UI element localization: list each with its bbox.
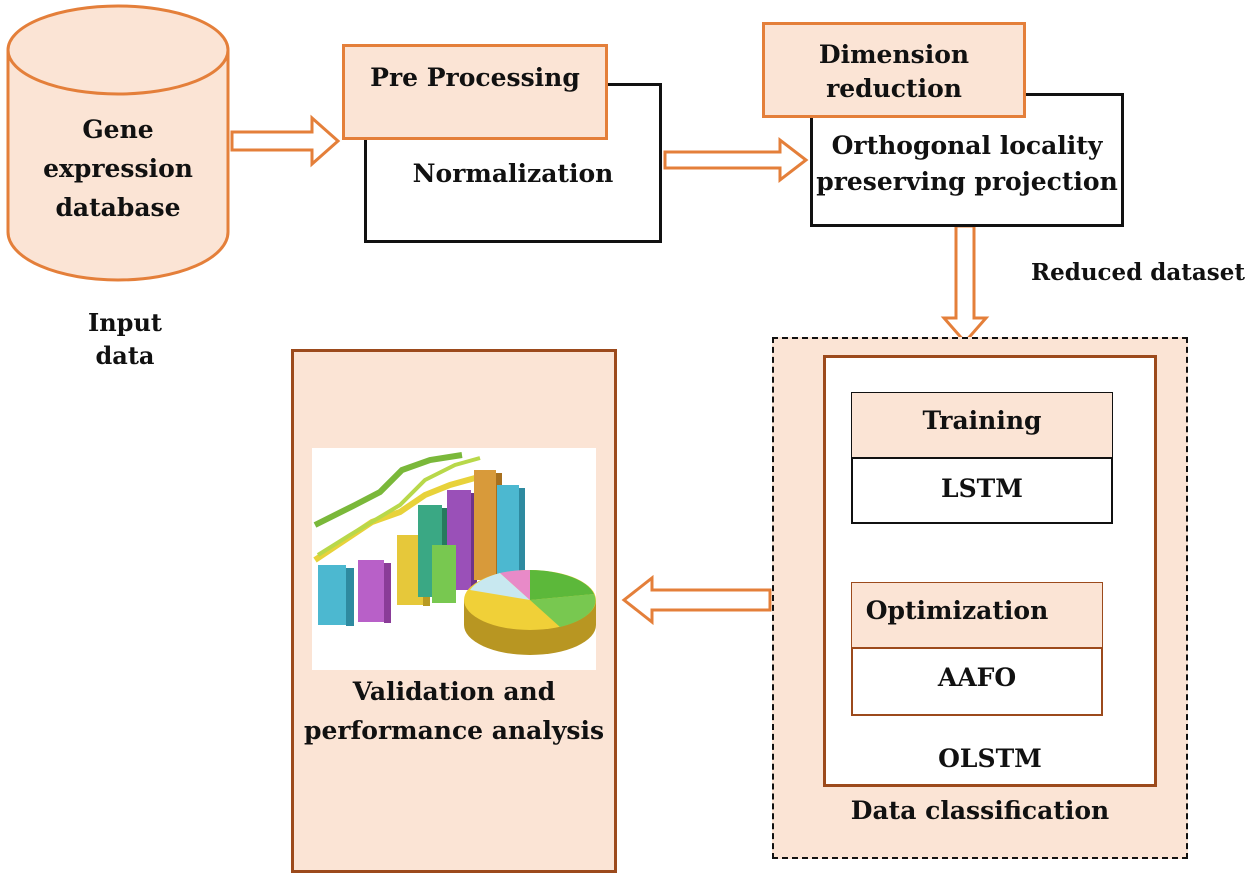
dimension-body: Orthogonal locality preserving projectio… (810, 128, 1124, 200)
optimization-header-box (852, 583, 1102, 649)
validation-caption-line2: performance analysis (303, 716, 605, 745)
validation-caption-line1: Validation and (352, 677, 556, 706)
optimization-header: Optimization (865, 596, 1049, 625)
dimension-header-line1: Dimension (818, 40, 970, 69)
database-label-line1: Gene (82, 115, 154, 144)
olstm-label: OLSTM (938, 744, 1042, 773)
preprocessing-header: Pre Processing (370, 63, 580, 92)
dimension-body-line2: preserving projection (816, 167, 1118, 196)
database-label-line2: expression (43, 154, 193, 183)
reduced-dataset-label: Reduced dataset (1031, 259, 1245, 286)
training-header: Training (922, 406, 1042, 435)
training-header-box (852, 393, 1112, 459)
arrow-classification-to-validation (621, 574, 772, 626)
database-label: Gene expression database (28, 110, 208, 227)
validation-caption: Validation and performance analysis (291, 672, 617, 750)
dimension-body-line1: Orthogonal locality (831, 131, 1103, 160)
arrow-dimension-to-classification (940, 224, 990, 345)
arrow-input-to-preprocessing (230, 114, 341, 168)
classification-caption: Data classification (850, 796, 1110, 825)
input-caption-line2: data (95, 341, 155, 370)
database-label-line3: database (55, 193, 181, 222)
dimension-header-line2: reduction (826, 74, 962, 103)
dimension-header: Dimension reduction (762, 38, 1026, 106)
optimization-body: AAFO (937, 663, 1017, 692)
arrow-preprocessing-to-dimension (663, 136, 809, 184)
dimension-header-box (762, 22, 1026, 118)
preprocessing-body: Normalization (412, 159, 614, 188)
input-caption: Input data (50, 306, 200, 372)
preprocessing-header-box (342, 44, 608, 140)
training-body: LSTM (941, 474, 1023, 503)
input-caption-line1: Input (88, 308, 162, 337)
